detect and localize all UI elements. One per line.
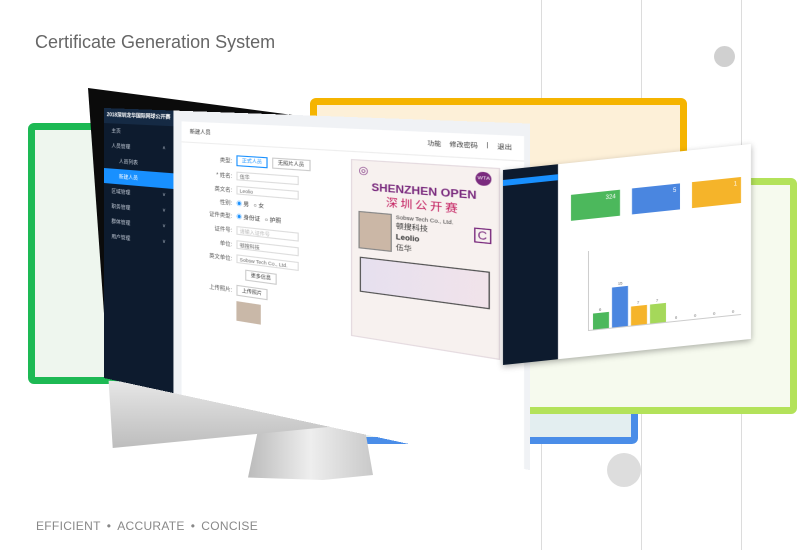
radio-label: 护照 <box>270 217 281 225</box>
header-separator: | <box>487 142 489 151</box>
upload-label: 上传照片: <box>192 280 232 293</box>
chart-bar <box>631 305 647 325</box>
chevron-up-icon: ˄ <box>163 145 166 152</box>
en-name-input[interactable]: Leolio <box>236 186 298 200</box>
chart-bar <box>650 303 666 323</box>
stat-card: 1 <box>692 177 741 208</box>
chevron-down-icon: ˅ <box>163 223 166 231</box>
en-unit-input[interactable]: Sobsw Tech Co., Ltd. <box>236 254 298 271</box>
radio-passport[interactable]: ○ 护照 <box>265 216 281 225</box>
tagline-word: CONCISE <box>201 519 258 533</box>
sidebar-item-label: 人员管理 <box>111 142 130 150</box>
bar-label: 7 <box>656 298 658 303</box>
tournament-logo-icon: ◎ <box>358 164 368 178</box>
sidebar-item-label: 人员列表 <box>119 158 138 166</box>
chart-bar <box>707 316 723 318</box>
panel-title: 新建人员 <box>190 128 211 136</box>
chevron-down-icon: ˅ <box>163 192 166 200</box>
more-info-button[interactable]: 更多信息 <box>245 270 276 285</box>
radio-label: 身份证 <box>243 215 260 223</box>
stat-value: 1 <box>734 181 737 187</box>
header-link-password[interactable]: 修改密码 <box>450 140 478 150</box>
radio-female[interactable]: ○ 女 <box>253 201 264 210</box>
decor-circle <box>607 453 641 487</box>
sidebar-item-label: 新建人员 <box>119 173 138 182</box>
id-no-label: 证件号: <box>192 222 232 234</box>
stat-card: 324 <box>571 190 620 221</box>
id-no-input[interactable]: 请输入证件号 <box>236 226 298 242</box>
name-input[interactable]: 伍华 <box>236 172 298 186</box>
decor-circle <box>714 46 735 67</box>
badge-preview: ◎WTA SHENZHEN OPEN 深圳公开赛 Sobsw Tech Co.,… <box>351 159 500 360</box>
unit-label: 单位: <box>192 236 232 248</box>
bar-label: 0 <box>732 309 734 314</box>
chart-bar <box>726 314 742 316</box>
page-title: Certificate Generation System <box>35 32 275 53</box>
radio-idcard[interactable]: ◉ 身份证 <box>236 213 260 223</box>
header-link-function[interactable]: 功能 <box>427 139 441 148</box>
badge-photo <box>358 211 391 252</box>
bar-chart: 6 15 7 7 0 0 0 0 <box>588 235 741 331</box>
chevron-down-icon: ˅ <box>163 208 166 216</box>
tagline-dot: • <box>107 519 112 533</box>
sidebar-item-label: 主页 <box>111 127 120 135</box>
stat-card: 5 <box>632 183 681 214</box>
photo-thumbnail <box>236 301 260 325</box>
bar-label: 0 <box>694 313 696 318</box>
gender-label: 性别: <box>192 196 232 207</box>
bar-label: 6 <box>599 307 601 312</box>
sidebar-item-label: 用户管理 <box>111 233 130 242</box>
person-form: 类型: 正式人员无照片人员 * 姓名: 伍华 英文名: Leolio 性别: ◉ 男 ○ … <box>192 147 310 333</box>
bar-label: 7 <box>637 300 639 305</box>
tagline-word: EFFICIENT <box>36 519 101 533</box>
wta-logo: WTA <box>476 171 491 186</box>
dashboard-screen: 324 5 1 6 15 7 7 0 0 0 0 <box>503 144 751 365</box>
bar-label: 0 <box>675 315 677 320</box>
badge-category: C <box>473 227 491 244</box>
radio-male[interactable]: ◉ 男 <box>236 200 249 209</box>
chart-bar <box>593 312 609 330</box>
chart-bar <box>612 286 628 328</box>
sidebar-item-label: 区域管理 <box>111 188 130 197</box>
type-label: 类型: <box>192 154 232 164</box>
tagline-dot: • <box>191 519 196 533</box>
bar-label: 0 <box>713 311 715 316</box>
stat-value: 5 <box>673 188 676 194</box>
id-type-label: 证件类型: <box>192 209 232 221</box>
stat-value: 324 <box>606 194 616 201</box>
bar-label: 15 <box>618 280 622 285</box>
dashboard-sidebar <box>503 164 558 365</box>
unit-input[interactable]: 顿搜科技 <box>236 240 298 256</box>
radio-label: 男 <box>243 202 249 209</box>
tagline: EFFICIENT • ACCURATE • CONCISE <box>36 519 264 533</box>
radio-label: 女 <box>258 203 264 210</box>
chart-bar <box>688 318 704 320</box>
header-link-logout[interactable]: 退出 <box>497 143 512 153</box>
chevron-down-icon: ˅ <box>163 239 166 247</box>
tagline-word: ACCURATE <box>117 519 185 533</box>
name-label: * 姓名: <box>192 169 232 180</box>
upload-photo-button[interactable]: 上传照片 <box>236 285 267 301</box>
sidebar-item-label: 群体管理 <box>111 218 130 227</box>
chart-bar <box>669 320 685 322</box>
en-unit-label: 英文单位: <box>192 249 232 262</box>
sidebar-item-label: 职务管理 <box>111 203 130 212</box>
type-nophoto-button[interactable]: 无照片人员 <box>272 158 310 172</box>
type-formal-button[interactable]: 正式人员 <box>236 155 267 168</box>
sidebar: 2018深圳龙华国际网球公开赛 主页 人员管理˄ 人员列表 新建人员 区域管理˅… <box>104 108 173 393</box>
en-name-label: 英文名: <box>192 183 232 194</box>
